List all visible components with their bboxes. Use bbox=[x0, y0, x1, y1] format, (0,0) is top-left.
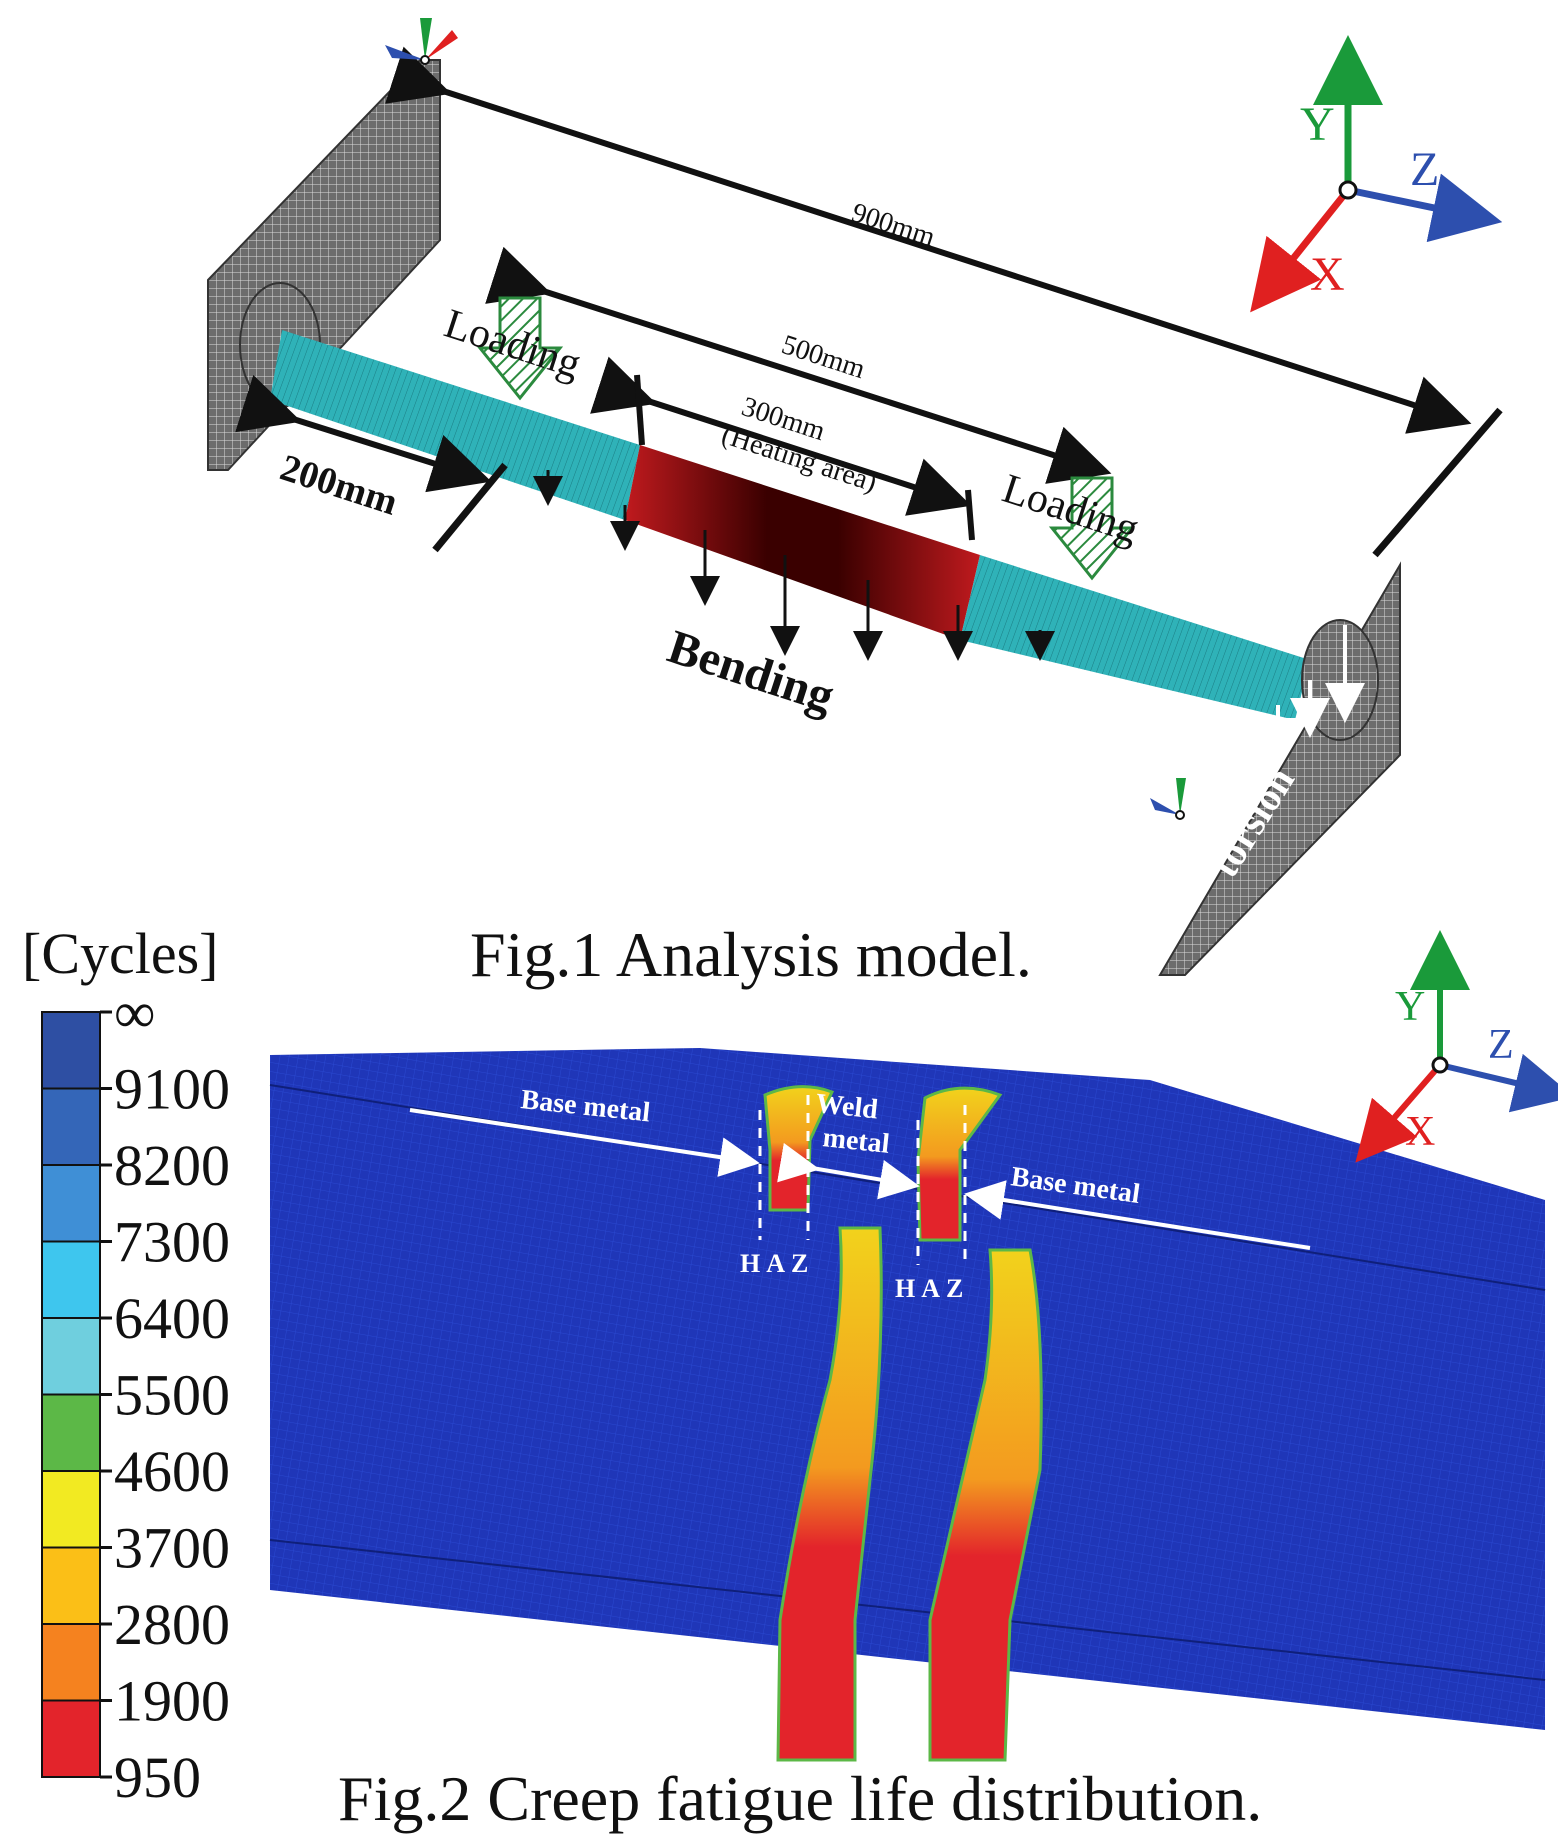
weld-metal-label-1: Weld bbox=[814, 1088, 880, 1125]
shaft-right bbox=[960, 555, 1310, 720]
dim-300-tick-right bbox=[965, 489, 975, 541]
axis-z-label-fig2: Z bbox=[1488, 1022, 1514, 1068]
legend-tick-label: 6400 bbox=[114, 1286, 230, 1351]
base-metal-right-arrow bbox=[964, 1180, 1311, 1250]
figure2-contour: Base metal Weld metal Base metal HAZ HAZ… bbox=[269, 930, 1558, 1762]
figure2-caption: Fig.2 Creep fatigue life distribution. bbox=[338, 1763, 1263, 1834]
pipe-body bbox=[270, 1048, 1545, 1730]
axis-x-label-fig2: X bbox=[1405, 1109, 1435, 1155]
legend-title: [Cycles] bbox=[22, 921, 219, 986]
legend-swatch bbox=[41, 1240, 101, 1319]
haz-left-label: HAZ bbox=[740, 1249, 814, 1278]
figure1-caption: Fig.1 Analysis model. bbox=[470, 919, 1032, 990]
weld-band-top-right bbox=[916, 1086, 1003, 1242]
color-legend: ∞ 9100 8200 7300 6400 5500 4600 3700 2800 1900 950 bbox=[41, 980, 230, 1810]
legend-swatch bbox=[41, 1470, 101, 1549]
legend-swatch bbox=[41, 1393, 101, 1472]
weld-metal-label-2: metal bbox=[821, 1122, 891, 1160]
dim-200-line bbox=[235, 374, 492, 493]
legend-tick-label: 7300 bbox=[114, 1210, 230, 1275]
legend-swatch bbox=[41, 1546, 101, 1625]
right-flange bbox=[1301, 619, 1379, 741]
weld-band-lower-right bbox=[928, 1248, 1043, 1762]
axis-x-label-fig1: X bbox=[1310, 248, 1345, 301]
legend-swatch bbox=[41, 1087, 101, 1166]
left-node-marker bbox=[385, 18, 458, 65]
dim-300-line bbox=[590, 356, 972, 516]
loading-arrow-right bbox=[1048, 476, 1136, 581]
base-metal-left-arrow bbox=[409, 1108, 760, 1177]
axis-y-label-fig2: Y bbox=[1395, 984, 1425, 1030]
legend-swatch bbox=[41, 1623, 101, 1702]
legend-tick-label: 9100 bbox=[114, 1057, 230, 1122]
axis-y-label-fig1: Y bbox=[1300, 98, 1335, 151]
weld-metal-arrow bbox=[777, 1142, 920, 1200]
dim-200-label: 200mm bbox=[275, 447, 402, 524]
loading-arrow-left bbox=[476, 296, 564, 401]
dim-900-label: 900mm bbox=[848, 197, 939, 253]
dim-300-tick-left bbox=[634, 374, 645, 446]
right-node-marker bbox=[1150, 778, 1186, 820]
legend-tick-label: 8200 bbox=[114, 1133, 230, 1198]
haz-right-label: HAZ bbox=[895, 1274, 969, 1303]
legend-swatch bbox=[41, 1699, 101, 1778]
legend-swatch bbox=[41, 1164, 101, 1243]
legend-tick-label: 1900 bbox=[114, 1669, 230, 1734]
legend-swatch bbox=[41, 1011, 101, 1090]
axis-z-label-fig1: Z bbox=[1410, 143, 1439, 196]
legend-tick-label: 3700 bbox=[114, 1516, 230, 1581]
legend-tick-label: 2800 bbox=[114, 1592, 230, 1657]
legend-tick-label: 5500 bbox=[114, 1363, 230, 1428]
bending-arrows bbox=[533, 470, 1055, 661]
dim-500-label: 500mm bbox=[778, 329, 869, 385]
torsion-arrows bbox=[1225, 625, 1365, 788]
legend-tick-label: 4600 bbox=[114, 1439, 230, 1504]
figure1-model: 900mm 500mm 300mm (Heating area) 200mm L… bbox=[207, 18, 1503, 976]
legend-swatch bbox=[41, 1317, 101, 1396]
dim-900-tick bbox=[1372, 407, 1503, 558]
bending-label: Bending bbox=[662, 620, 841, 723]
weld-band-lower-left bbox=[776, 1226, 883, 1762]
axes-triad-fig2: Y Z X bbox=[1355, 930, 1558, 1163]
axes-triad-fig1: Y Z X bbox=[1250, 35, 1503, 313]
legend-tick-label: 950 bbox=[114, 1745, 201, 1810]
dim-200-tick bbox=[432, 462, 508, 553]
pipe-edge-bottom bbox=[269, 1539, 1546, 1681]
legend-tick-label: ∞ bbox=[114, 980, 155, 1045]
